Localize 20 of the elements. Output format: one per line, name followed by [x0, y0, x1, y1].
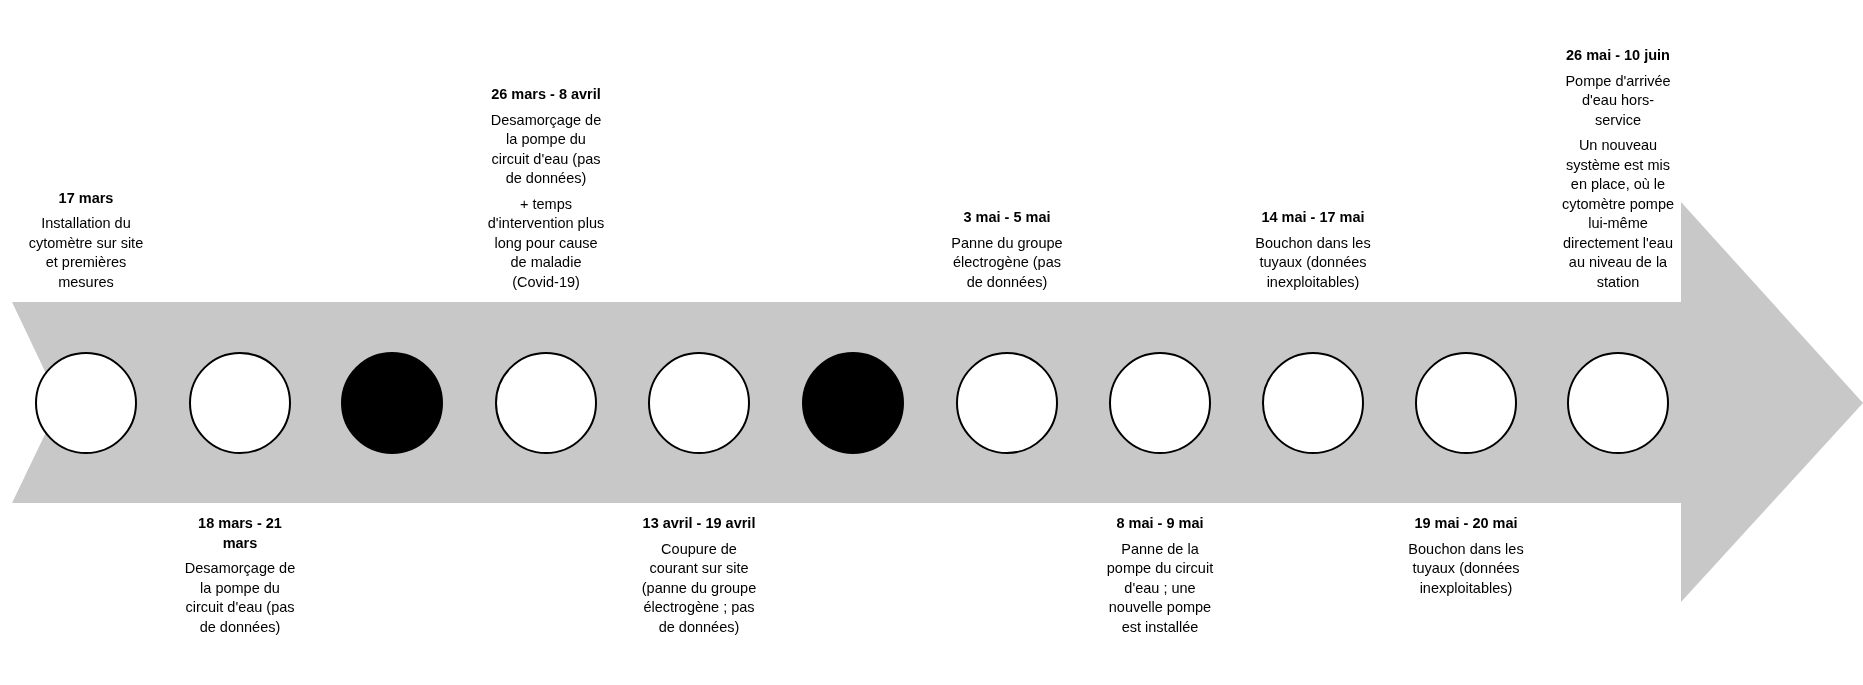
date-label: 13 avril - 19 avril: [642, 514, 756, 533]
date-label: 14 mai - 17 mai: [1261, 208, 1365, 227]
date-label: 3 mai - 5 mai: [963, 208, 1051, 227]
date-label: 18 mars - 21 mars: [197, 514, 283, 553]
event-description: Panne du groupe électrogène (pas de données): [950, 233, 1064, 292]
event-description: Installation du cytomètre sur site et premières mesures: [27, 214, 145, 292]
event-description: Panne de la pompe du circuit d'eau ; une nouvelle pompe est installée: [1105, 539, 1215, 637]
event-description: Pompe d'arrivée d'eau hors-service: [1564, 71, 1672, 130]
event-description: Un nouveau système est mis en place, où le cytomètre pompe lui-même directement l'eau au niveau de la station: [1561, 136, 1675, 292]
event-description: Bouchon dans les tuyaux (données inexploitables): [1407, 539, 1525, 598]
date-label: 17 mars: [58, 188, 114, 208]
date-label: 26 mars - 8 avril: [491, 85, 601, 104]
event-description: Desamorçage de la pompe du circuit d'eau (pas de données): [183, 559, 297, 637]
date-label: 8 mai - 9 mai: [1116, 514, 1204, 533]
event-description: Bouchon dans les tuyaux (données inexploitables): [1254, 233, 1372, 292]
date-label: 19 mai - 20 mai: [1414, 514, 1518, 533]
date-label: 26 mai - 10 juin: [1566, 46, 1670, 65]
event-description: Coupure de courant sur site (panne du groupe électrogène ; pas de données): [640, 539, 758, 637]
event-description: + temps d'intervention plus long pour cause de maladie (Covid-19): [487, 194, 605, 292]
event-description: Desamorçage de la pompe du circuit d'eau (pas de données): [489, 110, 603, 188]
